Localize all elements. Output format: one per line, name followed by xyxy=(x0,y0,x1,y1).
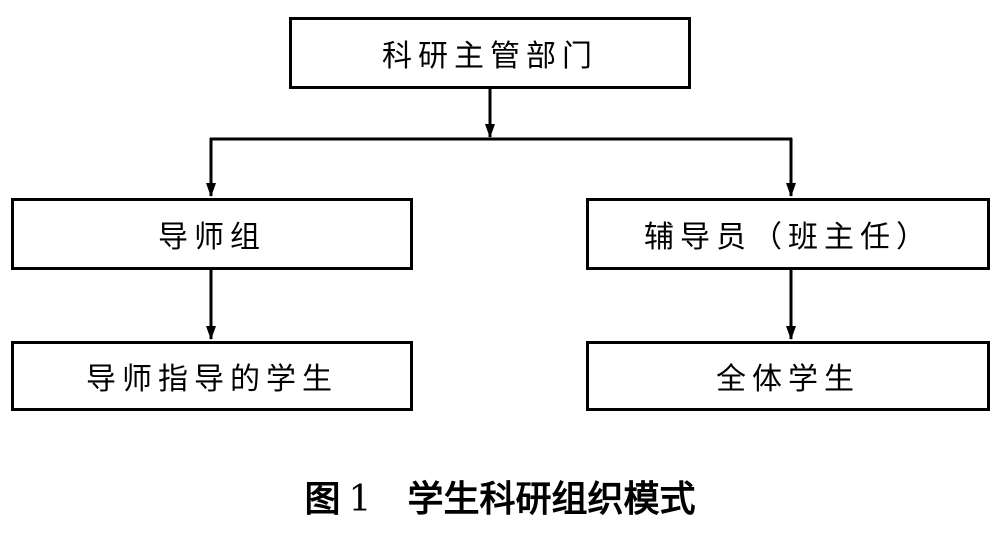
node-label: 全体学生 xyxy=(716,362,860,397)
node-research-management-dept: 科研主管部门 xyxy=(289,17,691,89)
node-label: 导师组 xyxy=(158,220,266,255)
node-advisor-group: 导师组 xyxy=(11,198,413,270)
node-label: 辅导员（班主任） xyxy=(644,220,932,255)
caption-label: 图 xyxy=(304,478,341,520)
caption-number: 1 xyxy=(348,479,372,520)
caption-title: 学生科研组织模式 xyxy=(407,478,696,520)
node-all-students: 全体学生 xyxy=(586,341,990,411)
node-label: 科研主管部门 xyxy=(382,39,598,74)
node-label: 导师指导的学生 xyxy=(86,362,338,397)
node-advised-students: 导师指导的学生 xyxy=(11,341,413,411)
node-counselor: 辅导员（班主任） xyxy=(586,198,990,270)
